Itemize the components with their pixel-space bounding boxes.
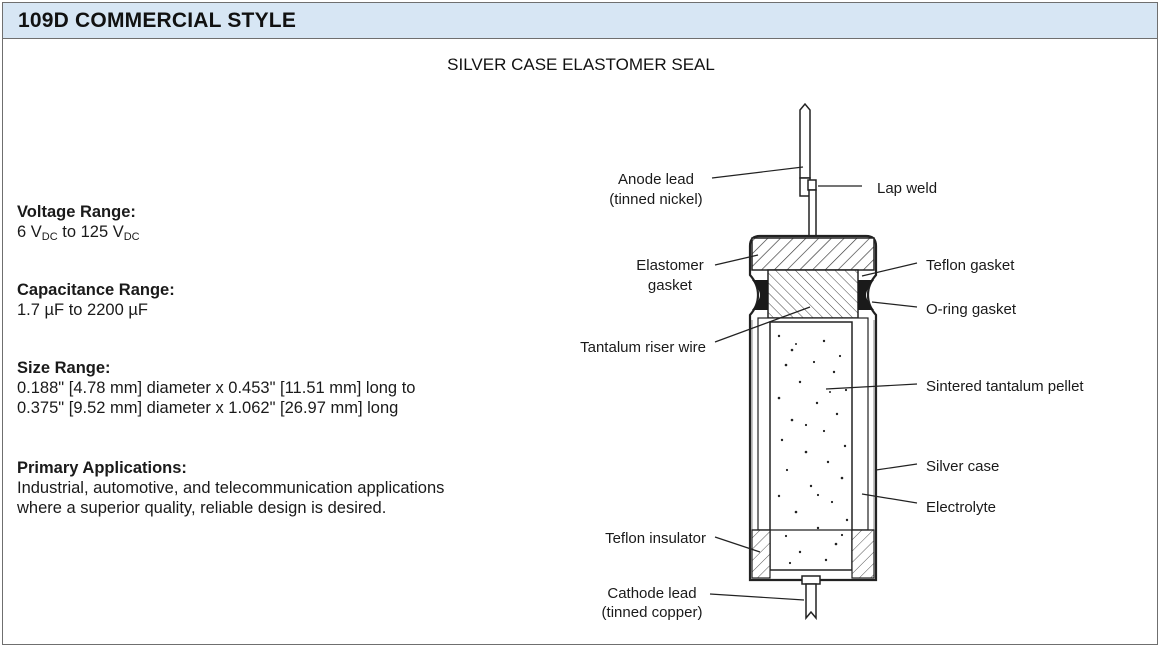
label-lap-weld: Lap weld: [877, 180, 937, 197]
teflon-insulator: [751, 529, 875, 579]
spec-label: Primary Applications:: [17, 459, 187, 477]
leader-teflon-insulator: [714, 536, 761, 553]
cathode-lead-wire: [801, 575, 821, 621]
label-sintered-pellet: Sintered tantalum pellet: [926, 378, 1084, 395]
leader-silver-case: [875, 463, 918, 471]
spec-value: Industrial, automotive, and telecommunic…: [17, 479, 445, 497]
label-cathode-lead-material: (tinned copper): [602, 604, 703, 621]
label-cathode-lead: Cathode lead: [607, 585, 696, 602]
o-ring-gasket: [752, 280, 874, 310]
label-anode-lead-material: (tinned nickel): [609, 191, 702, 208]
lap-weld-joint: [807, 179, 817, 191]
spec-applications: Primary Applications: Industrial, automo…: [17, 458, 537, 518]
spec-label: Capacitance Range:: [17, 281, 175, 299]
leader-o-ring-gasket: [871, 301, 918, 308]
label-o-ring-gasket: O-ring gasket: [926, 301, 1017, 318]
label-teflon-insulator: Teflon insulator: [605, 530, 706, 547]
spec-value: 1.7 µF to 2200 µF: [17, 301, 148, 319]
spec-value: where a superior quality, reliable desig…: [17, 499, 387, 517]
label-silver-case: Silver case: [926, 458, 999, 475]
spec-size: Size Range: 0.188" [4.78 mm] diameter x …: [17, 358, 537, 418]
spec-value: 0.375" [9.52 mm] diameter x 1.062" [26.9…: [17, 399, 399, 417]
label-tantalum-riser-wire: Tantalum riser wire: [580, 339, 706, 356]
leader-teflon-gasket: [861, 262, 918, 277]
label-electrolyte: Electrolyte: [926, 499, 996, 516]
label-elastomer-gasket-2: gasket: [648, 277, 693, 294]
label-teflon-gasket: Teflon gasket: [926, 257, 1015, 274]
spec-label: Voltage Range:: [17, 203, 136, 221]
spec-value: 0.188" [4.78 mm] diameter x 0.453" [11.5…: [17, 379, 416, 397]
leader-cathode-lead: [709, 593, 805, 601]
label-anode-lead: Anode lead: [618, 171, 694, 188]
spec-capacitance: Capacitance Range: 1.7 µF to 2200 µF: [17, 280, 537, 320]
teflon-gasket: [767, 269, 859, 319]
diagram-subtitle: SILVER CASE ELASTOMER SEAL: [447, 55, 715, 74]
leader-tantalum-riser-wire: [714, 306, 811, 343]
label-elastomer-gasket: Elastomer: [636, 257, 704, 274]
leader-elastomer-gasket: [714, 254, 759, 266]
spec-value: 6 VDC to 125 VDC: [17, 223, 140, 243]
spec-label: Size Range:: [17, 359, 111, 377]
leader-anode-lead: [711, 166, 804, 179]
leader-lines: [709, 166, 918, 601]
spec-voltage: Voltage Range: 6 VDC to 125 VDC: [17, 202, 537, 243]
sintered-tantalum-pellet: [769, 321, 853, 571]
section-title: 109D COMMERCIAL STYLE: [18, 9, 297, 32]
leader-sintered-pellet: [825, 383, 918, 390]
section-header: 109D COMMERCIAL STYLE: [3, 3, 1157, 39]
leader-electrolyte: [861, 493, 918, 504]
elastomer-gasket: [751, 237, 875, 271]
